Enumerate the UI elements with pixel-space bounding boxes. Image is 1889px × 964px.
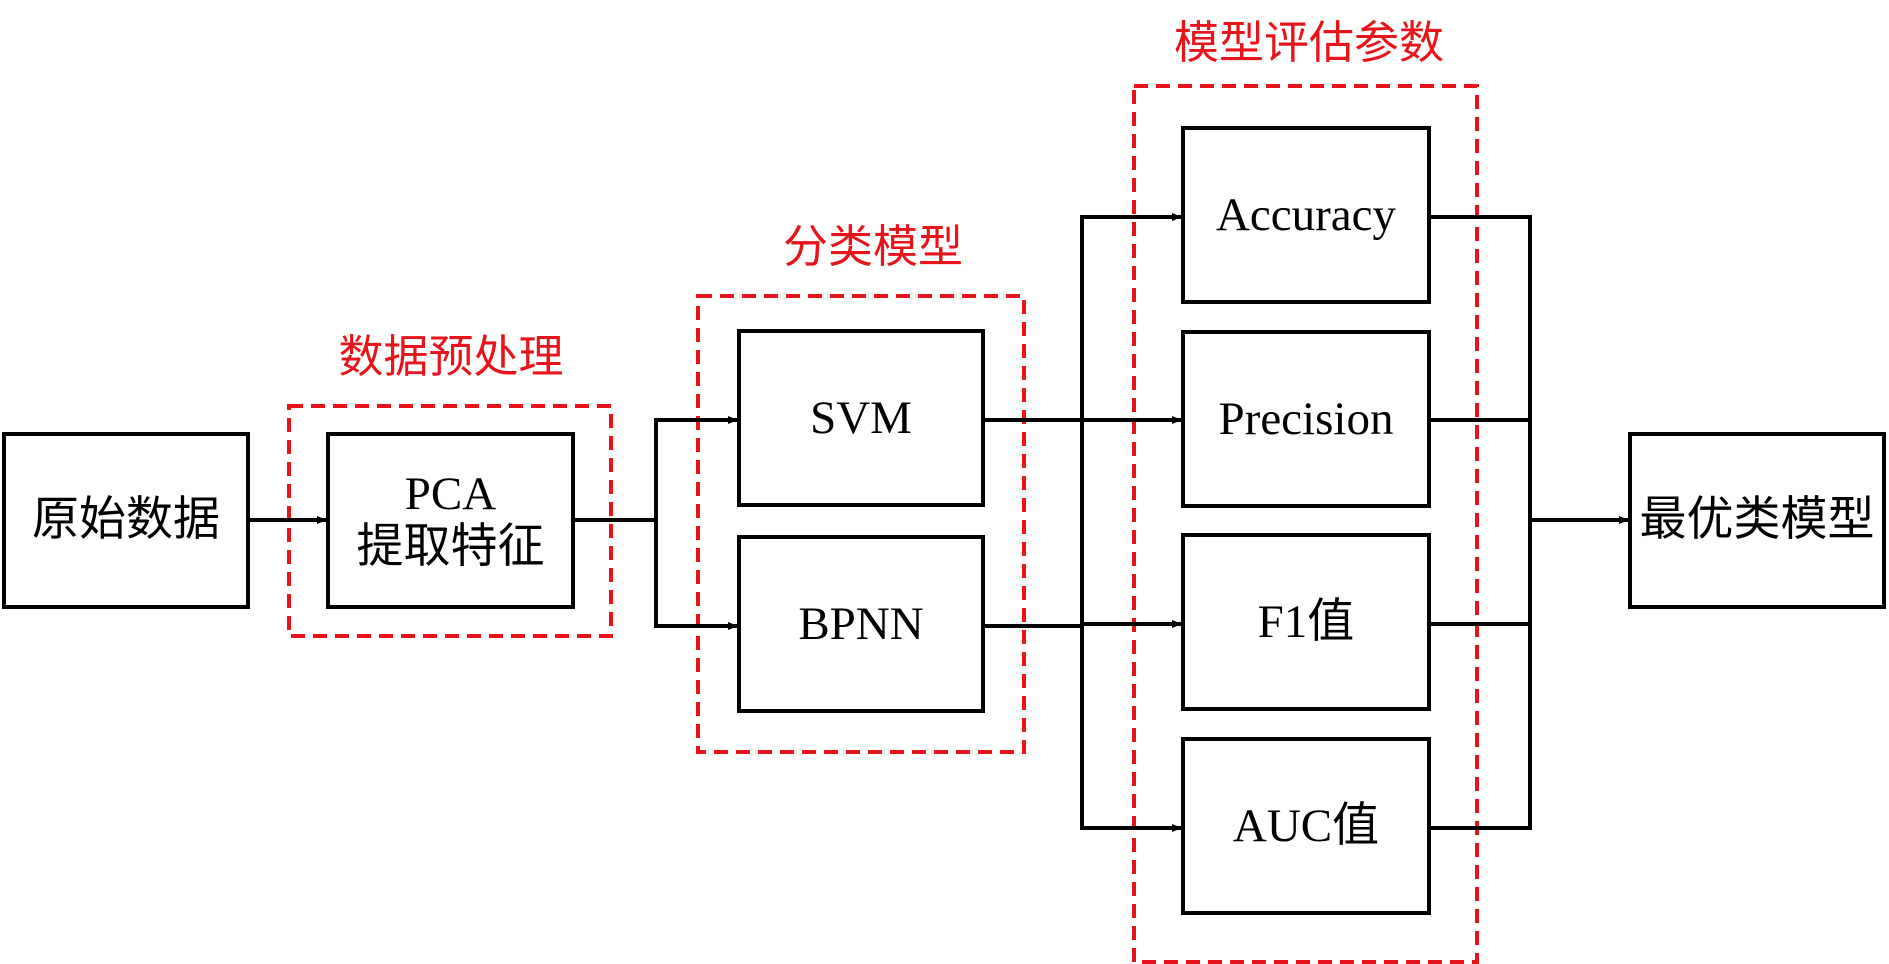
best-model-label: 最优类模型 — [1639, 494, 1875, 547]
preprocess-group-label: 数据预处理 — [338, 330, 564, 383]
svm-label: SVM — [810, 391, 912, 444]
accuracy-node: Accuracy — [1181, 126, 1431, 304]
raw-data-node: 原始数据 — [2, 432, 250, 609]
best-model-node: 最优类模型 — [1628, 432, 1886, 609]
pca-node: PCA 提取特征 — [326, 432, 575, 609]
classifier-group-frame — [696, 294, 1026, 754]
preprocess-group-frame — [287, 404, 613, 638]
svm-node: SVM — [737, 329, 985, 507]
auc-label: AUC值 — [1232, 799, 1380, 852]
accuracy-label: Accuracy — [1215, 188, 1397, 241]
auc-node: AUC值 — [1181, 737, 1431, 915]
pca-label-line1: PCA — [404, 467, 497, 520]
precision-label: Precision — [1218, 392, 1394, 445]
f1-node: F1值 — [1181, 533, 1431, 711]
evaluation-group-frame — [1132, 84, 1479, 964]
pca-label-line2: 提取特征 — [356, 520, 545, 573]
f1-label: F1值 — [1257, 595, 1355, 648]
classifier-group-label: 分类模型 — [782, 220, 964, 273]
raw-data-label: 原始数据 — [32, 494, 220, 547]
bpnn-label: BPNN — [798, 597, 924, 650]
evaluation-group-label: 模型评估参数 — [1173, 16, 1445, 69]
bpnn-node: BPNN — [737, 535, 985, 713]
precision-node: Precision — [1181, 330, 1431, 508]
